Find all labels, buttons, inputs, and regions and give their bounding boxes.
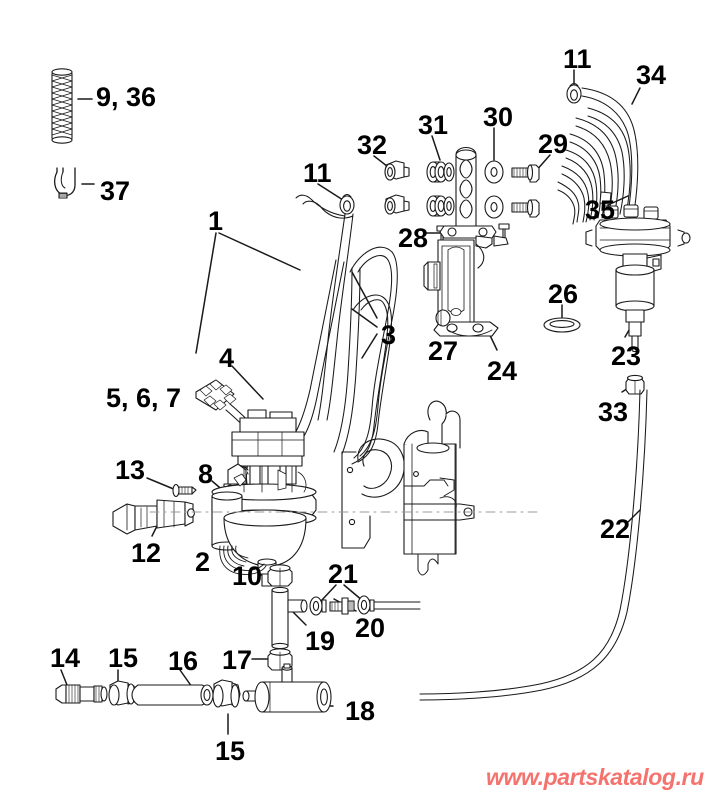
callout-24: 24 — [487, 356, 518, 386]
callout-17: 17 — [222, 645, 253, 675]
part-connector-5-6-7 — [195, 379, 259, 439]
part-bushing-31 — [426, 161, 455, 217]
part-washer-30 — [484, 160, 504, 219]
callout-28: 28 — [398, 223, 429, 253]
callout-19: 19 — [305, 626, 336, 656]
callout-15-top: 15 — [108, 643, 139, 673]
part-clip-37 — [54, 167, 76, 199]
callout-11-left: 11 — [303, 158, 332, 188]
callout-34: 34 — [636, 60, 667, 90]
part-fitting-20-21 — [309, 595, 421, 616]
callout-10: 10 — [232, 561, 263, 591]
part-fuel-pump-35 — [585, 204, 691, 353]
hose-bundle-34-35 — [557, 87, 639, 225]
callout-11-right: 11 — [563, 44, 592, 74]
part-screw-28b — [498, 223, 510, 244]
part-nut-33 — [625, 374, 645, 395]
callout-14: 14 — [50, 643, 81, 673]
callout-35: 35 — [585, 195, 616, 225]
part-bracket — [341, 400, 475, 576]
part-oring-26 — [543, 317, 581, 333]
part-bolt-29 — [511, 164, 540, 218]
part-sensor-12 — [112, 499, 195, 535]
callout-26: 26 — [548, 279, 579, 309]
part-grommet-32 — [384, 160, 410, 215]
callout-3: 3 — [381, 320, 397, 350]
part-nipple-14 — [55, 684, 108, 704]
part-filter-18 — [242, 663, 332, 713]
callout-22: 22 — [600, 514, 631, 544]
callout-20: 20 — [355, 613, 386, 643]
callout-29: 29 — [538, 129, 569, 159]
site-watermark: www.partskatalog.ru — [486, 764, 704, 790]
callout-33: 33 — [598, 397, 629, 427]
callout-13: 13 — [115, 455, 146, 485]
callout-8: 8 — [198, 459, 214, 489]
part-hose-22 — [419, 389, 648, 701]
callout-9-36: 9, 36 — [96, 82, 157, 112]
part-screw-13 — [172, 483, 197, 498]
callout-31: 31 — [418, 110, 449, 140]
callout-37: 37 — [100, 176, 131, 206]
callout-12: 12 — [131, 538, 162, 568]
callout-2: 2 — [195, 547, 211, 577]
part-grommet-11-right — [566, 82, 582, 104]
callout-30: 30 — [483, 102, 514, 132]
part-pump-assembly — [211, 409, 317, 587]
part-grommet-11-left — [339, 193, 355, 215]
part-clamp-15-right — [212, 679, 241, 708]
callout-1: 1 — [208, 206, 224, 236]
part-plug-27 — [435, 309, 451, 327]
callout-4: 4 — [219, 343, 235, 373]
callout-16: 16 — [168, 646, 199, 676]
callout-21: 21 — [328, 559, 359, 589]
callout-18: 18 — [345, 696, 376, 726]
callout-32: 32 — [357, 130, 388, 160]
callout-15-bottom: 15 — [215, 736, 246, 766]
part-hose-16 — [131, 684, 214, 706]
part-nut-10 — [267, 564, 293, 587]
part-vapor-separator-24 — [423, 146, 509, 337]
callout-5-6-7: 5, 6, 7 — [106, 383, 182, 413]
part-spring-9-36 — [51, 68, 73, 144]
part-tube-19 — [271, 586, 308, 650]
callout-27: 27 — [428, 336, 459, 366]
callout-23: 23 — [611, 341, 642, 371]
